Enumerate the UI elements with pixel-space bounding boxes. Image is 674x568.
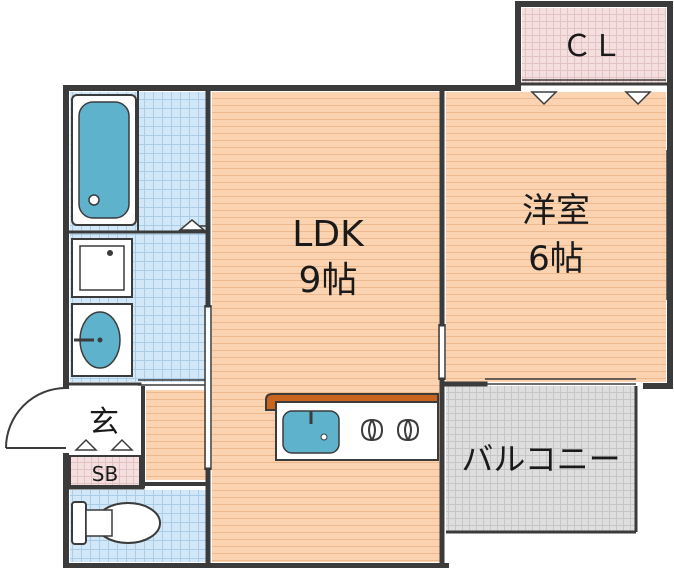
- western-room-floor: [446, 92, 666, 382]
- western-room-size-label: 6帖: [528, 239, 584, 279]
- closet-door-marker-left: [530, 91, 558, 106]
- bathtub-icon: [71, 94, 137, 226]
- sliding-doors: [138, 79, 673, 470]
- shoe-box: [69, 455, 141, 487]
- balcony-label: バルコニー: [461, 440, 620, 478]
- door-swing-icon: [5, 387, 67, 449]
- washbasin-icon: [71, 303, 133, 377]
- closet-floor: [522, 8, 666, 84]
- balcony-railing: [446, 386, 638, 534]
- closet-label: ＣＬ: [562, 29, 622, 64]
- shoe-box-label: SB: [92, 462, 118, 486]
- closet-door-marker-right: [624, 91, 652, 106]
- walls: [63, 1, 673, 568]
- washing-machine-pan-icon: [71, 238, 133, 298]
- ldk-label: LDK: [292, 214, 365, 255]
- hallway-floor: [146, 390, 206, 480]
- ldk-floor: [212, 92, 440, 562]
- bath-door-marker: [177, 219, 207, 231]
- shoe-box-door-right: [110, 438, 134, 451]
- ldk-size-label: 9帖: [299, 260, 358, 301]
- stove-burner-icon: [360, 418, 420, 442]
- western-room-label: 洋室: [522, 191, 590, 231]
- balcony-floor: [446, 386, 636, 532]
- shoe-box-door-left: [74, 438, 98, 451]
- entrance-label: 玄: [89, 405, 119, 440]
- kitchen-sink-icon: [282, 410, 340, 454]
- toilet-icon: [71, 501, 161, 545]
